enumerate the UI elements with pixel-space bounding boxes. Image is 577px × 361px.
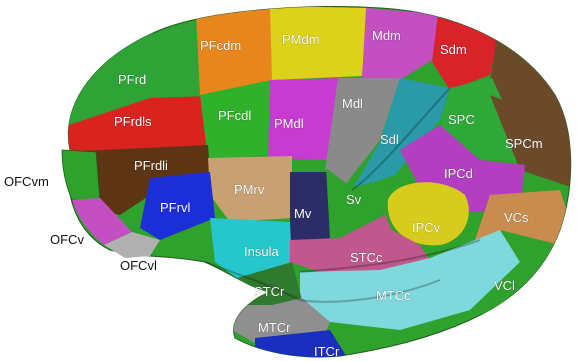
label-mdm: Mdm: [372, 28, 401, 43]
label-mtcr: MTCr: [258, 320, 291, 335]
label-ofcvl: OFCvl: [120, 258, 157, 273]
label-pfcdm: PFcdm: [200, 38, 241, 53]
label-pfcdl: PFcdl: [218, 108, 251, 123]
label-sdl: Sdl: [380, 132, 399, 147]
label-sv: Sv: [346, 192, 362, 207]
label-itcr: ITCr: [314, 344, 340, 359]
label-pmdm: PMdm: [282, 32, 320, 47]
region-ofcvm: [62, 150, 100, 200]
label-pfrvl: PFrvl: [160, 200, 190, 215]
label-pfrdli: PFrdli: [134, 158, 168, 173]
label-insula: Insula: [244, 244, 279, 259]
label-stcc: STCc: [350, 250, 383, 265]
label-mdl: Mdl: [342, 96, 363, 111]
label-stcr: STCr: [254, 284, 285, 299]
label-spc: SPC: [448, 112, 475, 127]
label-ofcv: OFCv: [50, 232, 84, 247]
label-pmrv: PMrv: [234, 182, 265, 197]
label-spcm: SPCm: [505, 136, 543, 151]
label-ipcv: IPCv: [412, 220, 441, 235]
label-ofcvm: OFCvm: [4, 174, 49, 189]
label-mv: Mv: [294, 206, 312, 221]
label-pmdl: PMdl: [274, 116, 304, 131]
label-vcl: VCl: [494, 278, 515, 293]
label-vcs: VCs: [504, 210, 529, 225]
label-pfrd: PFrd: [118, 72, 146, 87]
label-ipcd: IPCd: [444, 166, 473, 181]
label-sdm: Sdm: [440, 42, 467, 57]
label-pfrdls: PFrdls: [114, 114, 152, 129]
label-mtcc: MTCc: [376, 288, 411, 303]
